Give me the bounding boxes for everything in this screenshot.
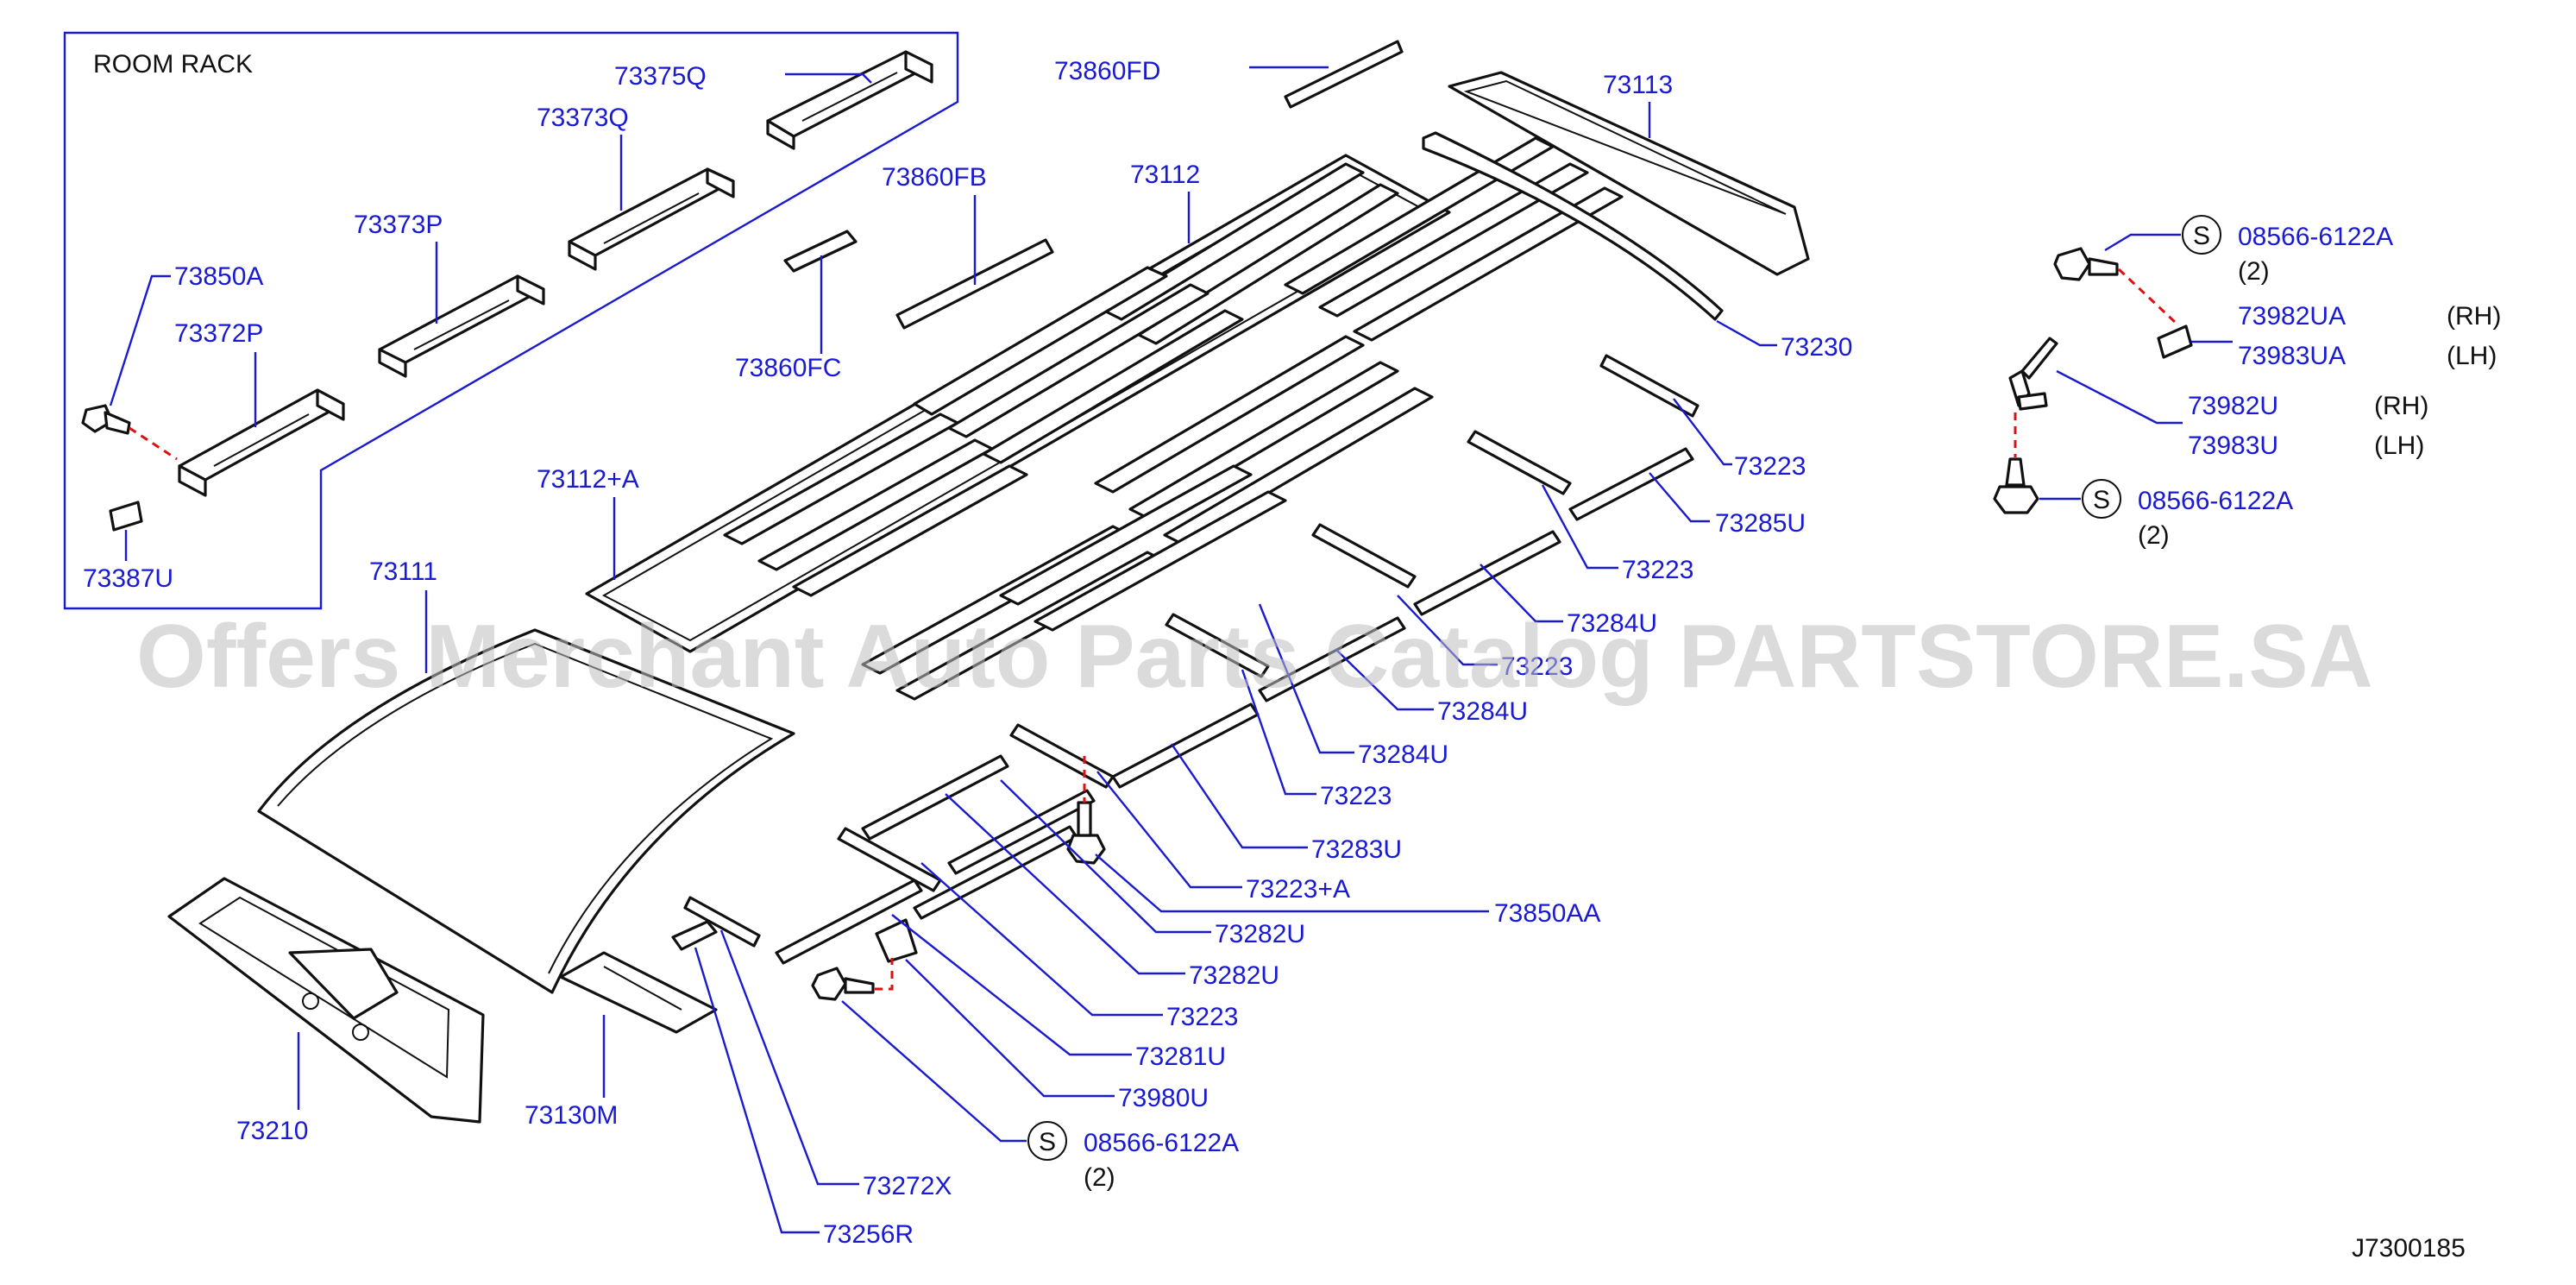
callout-73210: 73210 [236,1117,308,1145]
part-73223-bow-2 [1467,430,1572,495]
callout-73284u-2: 73284U [1437,697,1528,726]
part-73284u-bow-1 [1413,530,1561,616]
callout-73223-3: 73223 [1501,652,1573,681]
part-73375q-bracket [766,50,933,150]
callout-73860fb: 73860FB [882,163,987,192]
part-73223-bow-3 [1311,523,1417,589]
screw-08566-upper [2053,247,2119,281]
callout-screw-upper: 08566-6122A [2238,223,2393,251]
qty-screw-right: (2) [2138,521,2170,550]
callout-73387u: 73387U [83,564,173,593]
part-73373q-bracket [568,167,735,271]
callout-73983ua: 73983UA [2238,342,2346,370]
part-73372p-bracket [178,388,345,497]
part-73850a-bolt [81,404,131,435]
part-73860fc-strip [783,230,858,273]
callout-73272x: 73272X [863,1172,952,1200]
part-73387u-clip [109,501,143,532]
bolt-alignment-line [129,426,178,461]
callout-73282u-1: 73282U [1215,920,1305,948]
callout-73850aa: 73850AA [1494,899,1600,928]
callout-73112: 73112 [1130,161,1200,189]
callout-73373p: 73373P [354,211,443,239]
screw-s-symbol-lower [1027,1121,1067,1161]
part-73860fd-strip [1284,40,1404,109]
callout-73223-5: 73223 [1166,1003,1238,1031]
screw-s-symbol-right-text: S [2093,486,2110,514]
screw-s-symbol-upper-text: S [2193,222,2210,250]
callout-73281u: 73281U [1135,1042,1226,1071]
callout-73372p: 73372P [174,319,263,348]
part-73284u-bow-2 [1258,616,1406,702]
part-73982ua-bracket [2157,324,2193,359]
callout-73982ua: 73982UA [2238,302,2346,331]
part-73284u-bow-3 [1111,702,1260,789]
callout-73230: 73230 [1781,333,1852,362]
side-lh-73983ua: (LH) [2447,342,2497,370]
part-73112-roof-rack-frame [585,136,1624,701]
screw-s-symbol-right [2082,479,2121,519]
side-rh-73982u: (RH) [2374,392,2428,420]
callout-73284u-3: 73284U [1358,740,1448,769]
room-rack-inset-frame [63,31,959,610]
callout-73130m: 73130M [525,1101,618,1130]
callout-73256r: 73256R [823,1220,914,1249]
part-73980u-clip [875,918,918,963]
callout-73980u: 73980U [1118,1084,1209,1112]
callout-73860fc: 73860FC [735,354,841,382]
callout-73113: 73113 [1603,71,1673,99]
part-73982u-bracket [2008,337,2058,411]
part-73256r-strip [671,920,718,951]
side-rh-73982ua: (RH) [2447,302,2501,331]
screw-08566-lower [811,967,875,1001]
part-73113-rear-header [1448,71,1810,276]
part-73272x-bow [683,896,761,948]
callout-73283u: 73283U [1311,835,1402,864]
part-73223-bow-4 [1165,613,1270,678]
part-73230-rear-rail [1422,131,1724,321]
screw-08566-right [1993,457,2039,514]
callout-73860fd: 73860FD [1054,57,1160,85]
qty-screw-upper: (2) [2238,257,2270,286]
callout-73375q: 73375Q [614,62,707,91]
callout-screw-right: 08566-6122A [2138,487,2293,515]
screw-s-symbol-upper [2182,215,2221,255]
part-73223a-bow [837,827,942,892]
diagram-id: J7300185 [2352,1234,2466,1263]
screw-lower-alignment-line [875,958,894,991]
part-73282u-bow-1 [861,754,1009,841]
callout-73112a: 73112+A [537,465,639,494]
part-73111-roof-panel [257,628,795,994]
qty-screw-lower: (2) [1084,1163,1115,1192]
callout-73373q: 73373Q [537,104,629,132]
callout-73850a: 73850A [174,262,263,291]
part-73130m-bow [559,951,718,1034]
part-73223-bow-5 [1009,723,1115,789]
part-73223-bow-1 [1599,354,1700,418]
part-73285u-bow [1568,447,1694,521]
screw-s-symbol-lower-text: S [1039,1128,1056,1156]
side-lh-73983u: (LH) [2374,431,2424,460]
part-73373p-bracket [378,274,545,378]
screw-upper-alignment-line [2117,268,2177,324]
inset-title: ROOM RACK [93,50,253,79]
callout-73282u-2: 73282U [1189,961,1279,990]
part-73281u-bow [775,879,923,965]
callout-73982u: 73982U [2188,392,2278,420]
callout-73223-2: 73223 [1622,556,1693,584]
callout-73284u-1: 73284U [1567,609,1657,638]
watermark: Offers Merchant Auto Parts Catalog PARTS… [136,607,2373,707]
callout-73111: 73111 [369,557,437,586]
callout-73983u: 73983U [2188,431,2278,460]
callout-73223a: 73223+A [1246,875,1350,904]
callout-73285u: 73285U [1715,509,1806,538]
callout-73223-4: 73223 [1320,782,1392,810]
callout-73223-1: 73223 [1734,452,1806,481]
part-73210-front-header [167,877,485,1124]
part-73283u-bow [947,789,1096,875]
callout-screw-lower: 08566-6122A [1084,1129,1239,1157]
